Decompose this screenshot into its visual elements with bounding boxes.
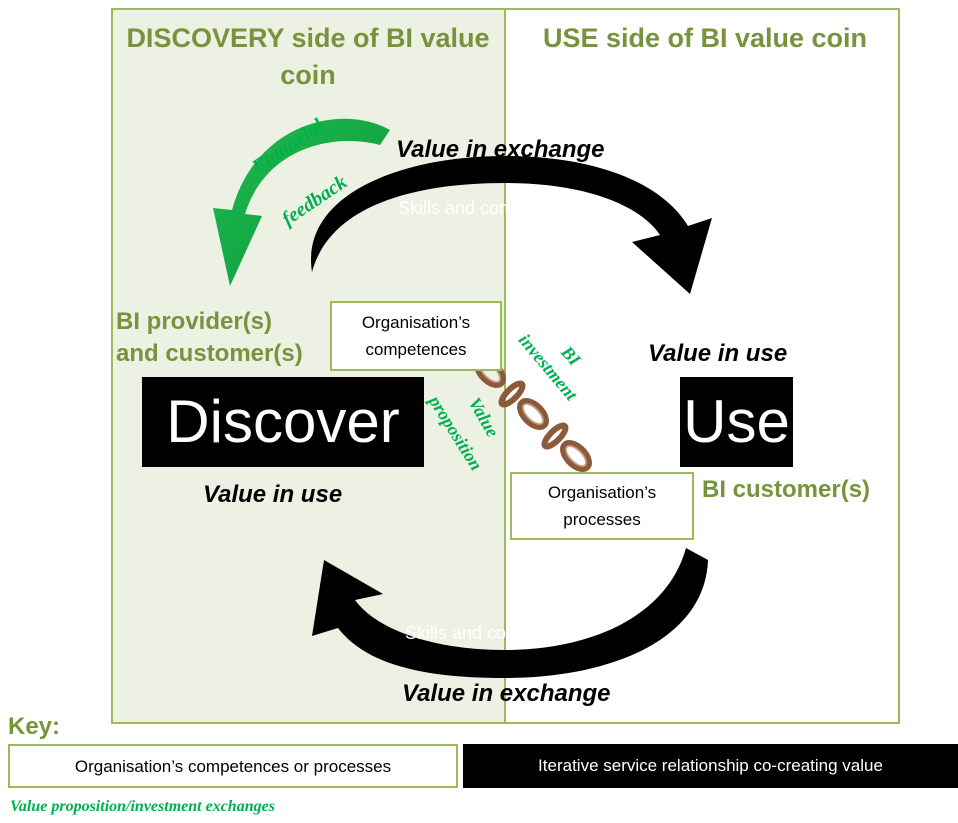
bottom-value-in-exchange: Value in exchange bbox=[402, 680, 611, 707]
key-black-box: Iterative service relationship co-creati… bbox=[463, 744, 958, 788]
provider-label-line1: BI provider(s) bbox=[116, 308, 273, 335]
key-green-label: Value proposition/investment exchanges bbox=[10, 798, 275, 815]
use-panel bbox=[506, 8, 900, 724]
top-value-in-exchange: Value in exchange bbox=[396, 136, 605, 163]
processes-line1: Organisation’s bbox=[547, 483, 657, 502]
key-white-box: Organisation’s competences or processes bbox=[8, 744, 458, 788]
key-title: Key: bbox=[8, 713, 61, 740]
discovery-side-title: DISCOVERY side of BI value coin bbox=[126, 23, 490, 90]
chain-icon bbox=[474, 356, 592, 472]
bottom-skills-label: Skills and competence bbox=[405, 623, 586, 643]
provider-label: BI provider(s) and customer(s) bbox=[116, 306, 303, 370]
use-side-title: USE side of BI value coin bbox=[542, 23, 868, 53]
value-in-use-left: Value in use bbox=[203, 481, 343, 508]
competences-line2: competences bbox=[365, 340, 467, 359]
key-white-label: Organisation’s competences or processes bbox=[74, 756, 392, 776]
top-cycle-arrow-icon bbox=[311, 156, 712, 294]
bottom-cycle-arrow-icon bbox=[312, 548, 708, 678]
competences-line1: Organisation’s bbox=[361, 313, 471, 332]
competences-box: Organisation’s competences bbox=[330, 301, 502, 371]
processes-box: Organisation’s processes bbox=[510, 472, 694, 540]
value-in-use-right: Value in use bbox=[648, 340, 788, 367]
discover-box: Discover bbox=[142, 377, 424, 467]
financial-feedback-arrow-icon bbox=[213, 118, 390, 286]
customer-label: BI customer(s) bbox=[702, 476, 871, 503]
top-skills-label: Skills and competence bbox=[398, 198, 579, 218]
use-box: Use bbox=[680, 377, 793, 467]
provider-label-line2: and customer(s) bbox=[116, 340, 303, 367]
processes-line2: processes bbox=[563, 510, 641, 529]
